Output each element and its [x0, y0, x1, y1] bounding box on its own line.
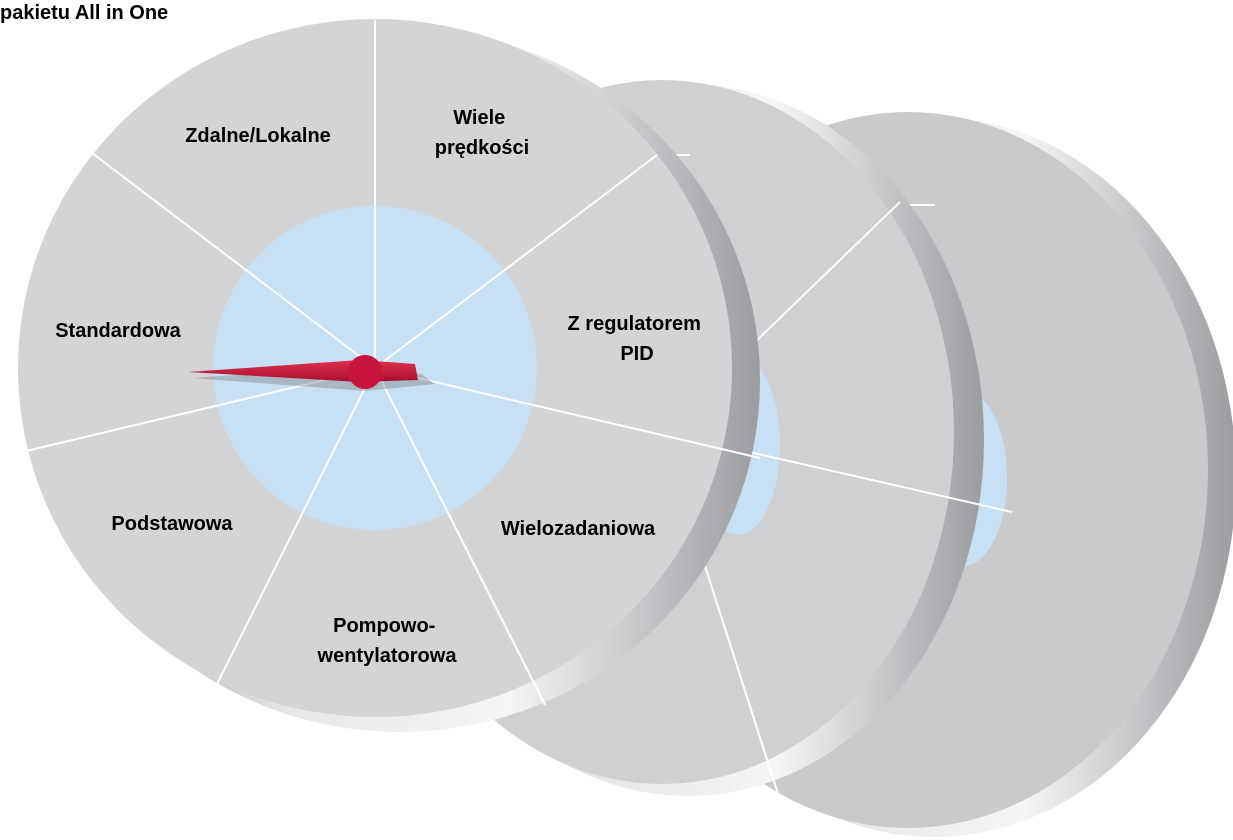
page-title: pakietu All in One: [0, 2, 169, 24]
segment-label-wiele-predkosci: Wiele prędkości: [435, 107, 529, 159]
segment-label-standardowa: Standardowa: [55, 320, 181, 342]
segment-label-podstawowa: Podstawowa: [111, 513, 233, 535]
segment-label-zdalne-lokalne: Zdalne/Lokalne: [185, 125, 331, 147]
needle-pivot: [348, 355, 382, 389]
segment-label-pompowo-wentylatorowa: Pompowo- wentylatorowa: [317, 615, 458, 667]
segment-dividers: [21, 20, 761, 706]
selector-needle: [188, 355, 435, 391]
segment-label-wielozadaniowa: Wielozadaniowa: [501, 518, 656, 540]
segment-label-z-regulatorem-pid: Z regulatorem PID: [568, 313, 707, 365]
